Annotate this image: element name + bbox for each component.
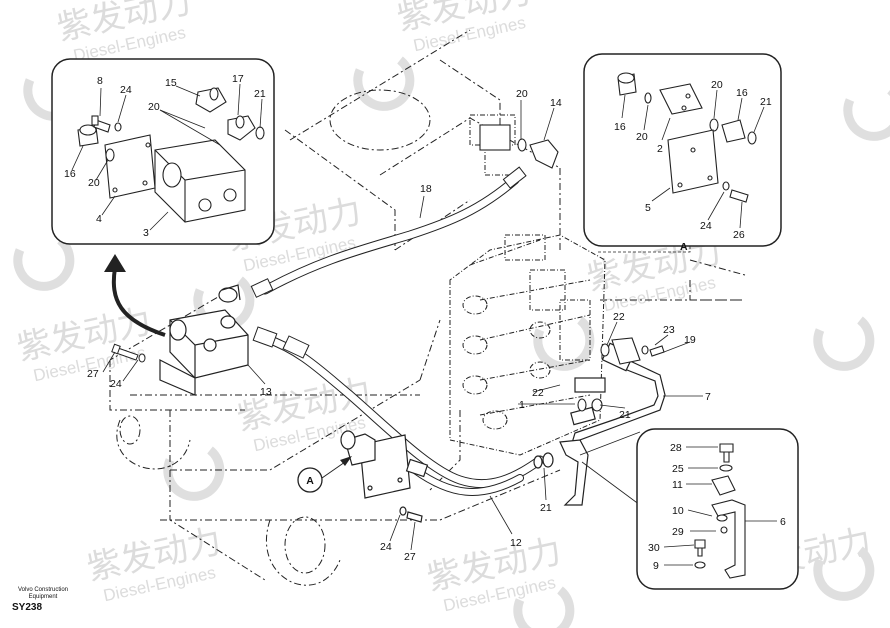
manufacturer-line-2: Equipment <box>28 594 58 600</box>
callout-20-detail-left-a: 20 <box>148 101 160 113</box>
callout-24-lower: 24 <box>380 541 392 553</box>
callout-19: 19 <box>684 334 696 346</box>
manufacturer-caption: Volvo Construction Equipment <box>12 587 74 601</box>
callout-16-detail-right-b: 16 <box>736 87 748 99</box>
callout-20-main: 20 <box>516 88 528 100</box>
detail-box-left: 8 24 15 17 20 21 16 20 4 3 <box>51 58 275 245</box>
callout-27-lower: 27 <box>404 551 416 563</box>
callout-8: 8 <box>97 75 103 87</box>
callout-11: 11 <box>672 479 683 491</box>
callout-15: 15 <box>165 77 177 89</box>
pipe-clamp <box>533 439 589 506</box>
callout-4: 4 <box>96 213 102 225</box>
callout-5: 5 <box>645 202 651 214</box>
callout-7: 7 <box>705 391 711 403</box>
view-a-marker: A <box>297 456 352 493</box>
callout-22-upper: 22 <box>613 311 625 323</box>
callout-10: 10 <box>672 505 684 517</box>
callout-14: 14 <box>550 97 562 109</box>
callout-20-detail-left-b: 20 <box>88 177 100 189</box>
callout-21-detail-left: 21 <box>254 88 266 100</box>
drawing-code: SY238 <box>12 602 43 613</box>
view-a-marker-label: A <box>306 475 314 487</box>
callout-9: 9 <box>653 560 659 572</box>
callout-20-detail-right-a: 20 <box>636 131 648 143</box>
callout-2: 2 <box>657 143 663 155</box>
callout-16-detail-right-a: 16 <box>614 121 626 133</box>
callouts-main: 20 14 18 22 23 19 7 22 1 21 27 24 13 12 … <box>87 88 711 563</box>
callout-13: 13 <box>260 386 272 398</box>
callout-16-detail-left: 16 <box>64 168 76 180</box>
callout-21-detail-right: 21 <box>760 96 772 108</box>
callout-27-left: 27 <box>87 368 99 380</box>
callout-17: 17 <box>232 73 244 85</box>
callout-18: 18 <box>420 183 432 195</box>
detail-arrow <box>104 254 166 337</box>
callout-26: 26 <box>733 229 745 241</box>
manufacturer-line-1: Volvo Construction <box>17 587 69 593</box>
watermark-logos <box>13 56 890 628</box>
view-a-plate <box>340 430 429 523</box>
callout-23: 23 <box>663 324 675 336</box>
elbow-14 <box>479 124 559 169</box>
callout-24-left: 24 <box>110 378 122 390</box>
callout-1: 1 <box>519 399 525 411</box>
callout-22-lower: 22 <box>532 387 544 399</box>
callout-24-detail-right: 24 <box>700 220 712 232</box>
callout-21-main: 21 <box>619 409 631 421</box>
callout-21-lower: 21 <box>540 502 552 514</box>
detail-box-bracket: 28 25 11 10 29 30 6 9 <box>579 428 799 590</box>
solenoid-valve-assembly <box>159 284 249 396</box>
detail-right-view-label: A <box>680 241 688 253</box>
fitting-22-23-19 <box>577 337 665 412</box>
callout-25: 25 <box>672 463 684 475</box>
callout-24-detail-left: 24 <box>120 84 132 96</box>
callout-30: 30 <box>648 542 660 554</box>
callout-6: 6 <box>780 516 786 528</box>
detail-box-right: 16 20 20 16 21 2 5 24 26 A <box>583 53 782 253</box>
leader-lines-main <box>102 100 703 551</box>
callout-20-detail-right-b: 20 <box>711 79 723 91</box>
control-valve-block <box>449 114 606 456</box>
callout-3: 3 <box>143 227 149 239</box>
callout-29: 29 <box>672 526 684 538</box>
hose-18 <box>250 166 527 298</box>
callout-12: 12 <box>510 537 522 549</box>
callout-28: 28 <box>670 442 682 454</box>
